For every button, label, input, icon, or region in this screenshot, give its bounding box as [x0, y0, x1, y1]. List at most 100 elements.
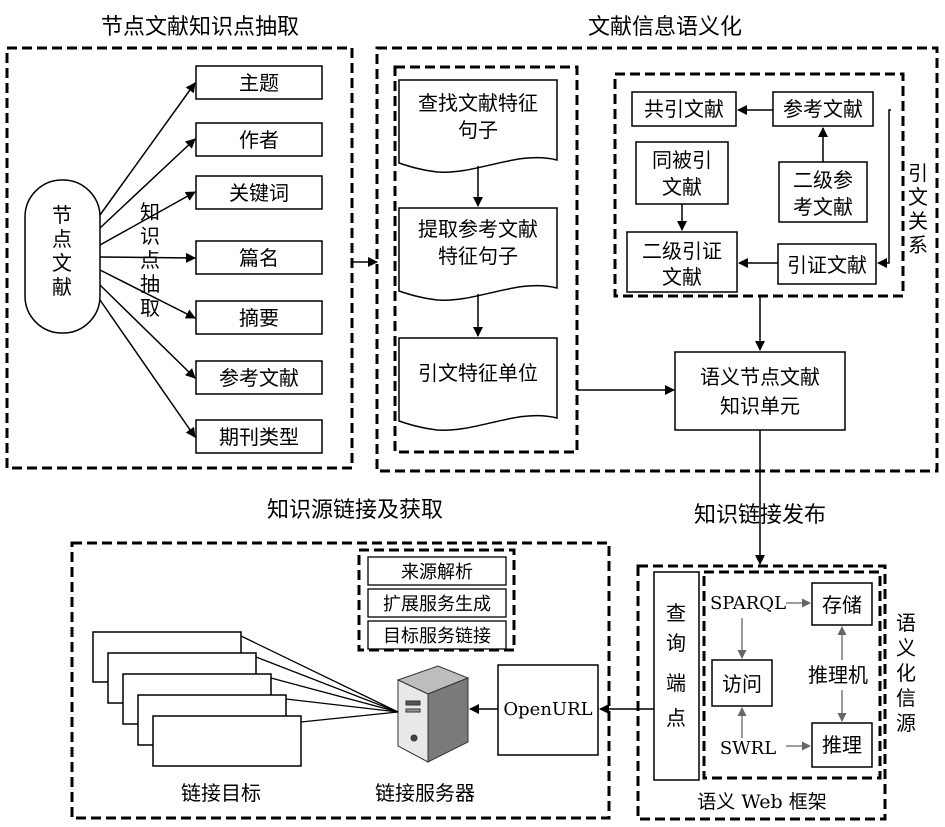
- semantic-container: [375, 46, 939, 473]
- step-unit-label: 引文特征单位: [418, 361, 538, 385]
- openurl-label: OpenURL: [503, 699, 592, 720]
- reasoning-label: 推理: [822, 733, 862, 757]
- refs-label: 参考文献: [783, 97, 863, 121]
- service-box-extend: [367, 588, 507, 618]
- knowledge-extract-char: 识: [140, 224, 160, 248]
- semantic-source-char: 信: [896, 686, 916, 710]
- sparql-label: SPARQL: [710, 593, 786, 614]
- field-label-topic: 主题: [239, 71, 279, 95]
- framework-container: [636, 564, 887, 821]
- citation-relation-label: 引 文 关 系: [908, 161, 928, 257]
- cite-label: 引证文献: [787, 253, 867, 277]
- field-label-abstract: 摘要: [239, 306, 279, 330]
- services-container: [357, 548, 516, 652]
- cocite-label: 共引文献: [644, 97, 724, 121]
- citation-relation-char: 引: [908, 161, 928, 185]
- query-endpoint-label: 查 询 端 点: [666, 601, 686, 730]
- query-endpoint-char: 点: [666, 706, 686, 730]
- linking-section-title: 知识源链接及获取: [267, 498, 443, 523]
- node-doc-box: [24, 179, 101, 334]
- field-label-keywords: 关键词: [229, 181, 289, 205]
- query-endpoint-char: 端: [666, 671, 686, 695]
- node-doc-label: 节 点 文 献: [52, 203, 72, 299]
- second-refs-line1: 二级参: [793, 168, 853, 192]
- swrl-label: SWRL: [720, 738, 776, 759]
- field-box-topic: [195, 65, 323, 100]
- citation-relation-char: 关: [908, 209, 928, 233]
- field-box-abstract: [195, 300, 323, 335]
- query-endpoint-box: [653, 571, 700, 781]
- query-endpoint-char: 询: [666, 631, 686, 655]
- second-cite-line1: 二级引证: [642, 239, 722, 263]
- server-to-targets-lines: [240, 635, 399, 723]
- semantic-section-title: 文献信息语义化: [588, 15, 742, 40]
- query-endpoint-char: 查: [666, 601, 686, 625]
- access-box: [711, 659, 773, 707]
- service-label-extend: 扩展服务生成: [383, 594, 491, 615]
- reasoner-label: 推理机: [808, 663, 868, 687]
- citation-relation-char: 文: [908, 185, 928, 209]
- semantic-unit-box: [674, 351, 846, 431]
- server-icon: [396, 665, 470, 763]
- extract-section-title: 节点文献知识点抽取: [101, 15, 299, 40]
- citation-container: [613, 72, 905, 298]
- knowledge-extract-char: 知: [140, 200, 160, 224]
- reasoning-box: [811, 722, 873, 768]
- knowledge-extract-char: 取: [140, 296, 160, 320]
- field-label-journal-type: 期刊类型: [219, 425, 299, 449]
- second-refs-line2: 考文献: [793, 195, 853, 219]
- cocited-box: [635, 141, 729, 205]
- step-extract-box: [398, 207, 558, 301]
- framework-inner-container: [702, 570, 882, 780]
- openurl-box: [497, 664, 599, 756]
- cocited-line2: 文献: [662, 175, 702, 199]
- service-label-source: 来源解析: [401, 562, 473, 583]
- field-label-author: 作者: [239, 128, 279, 152]
- field-box-references: [195, 360, 323, 395]
- second-refs-box: [778, 161, 868, 223]
- cocite-box: [631, 91, 737, 127]
- access-label: 访问: [722, 672, 762, 696]
- step-find-line1: 查找文献特征: [418, 91, 538, 115]
- service-box-source: [367, 556, 507, 586]
- cite-box: [777, 243, 877, 285]
- node-doc-char: 文: [52, 251, 72, 275]
- service-label-target: 目标服务链接: [383, 626, 491, 647]
- steps-container: [393, 65, 579, 454]
- field-label-title: 篇名: [239, 246, 279, 270]
- extract-container: [5, 46, 354, 470]
- step-find-line2: 句子: [458, 118, 498, 142]
- step-extract-line2: 特征句子: [438, 244, 518, 268]
- semantic-unit-line1: 语义节点文献: [700, 365, 820, 389]
- web-framework-label: 语义 Web 框架: [697, 791, 826, 813]
- link-server-label: 链接服务器: [375, 781, 475, 805]
- second-cite-box: [626, 231, 738, 293]
- node-doc-char: 节: [52, 203, 72, 227]
- link-target-label: 链接目标: [181, 781, 261, 805]
- node-doc-char: 献: [52, 275, 72, 299]
- semantic-source-char: 语: [896, 611, 916, 635]
- semantic-source-char: 源: [896, 711, 916, 735]
- citation-loop-arrow: [877, 109, 891, 268]
- link-target-pages: [92, 631, 302, 767]
- semantic-unit-line2: 知识单元: [720, 394, 800, 418]
- field-box-keywords: [195, 175, 323, 210]
- knowledge-extract-char: 点: [140, 248, 160, 272]
- field-arrows: [99, 82, 196, 438]
- citation-relation-char: 系: [908, 233, 928, 257]
- semantic-source-char: 化: [896, 661, 916, 685]
- semantic-source-label: 语 义 化 信 源: [896, 611, 916, 735]
- step-unit-box: [398, 337, 558, 431]
- refs-box: [772, 91, 874, 127]
- target-page: [152, 715, 302, 767]
- linking-container: [70, 541, 611, 820]
- field-box-title: [195, 240, 323, 275]
- field-box-author: [195, 122, 323, 157]
- store-label: 存储: [822, 593, 862, 617]
- step-extract-line1: 提取参考文献: [418, 217, 538, 241]
- knowledge-extract-label: 知 识 点 抽 取: [140, 200, 160, 320]
- node-doc-char: 点: [52, 227, 72, 251]
- semantic-source-char: 义: [896, 636, 916, 660]
